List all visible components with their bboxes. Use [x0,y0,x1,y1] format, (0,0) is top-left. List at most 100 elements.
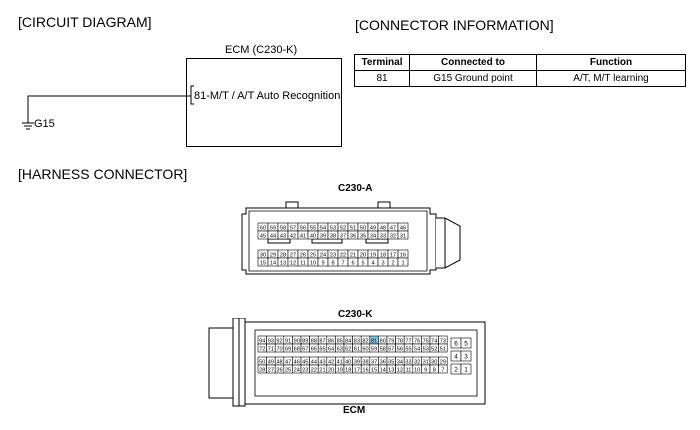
svg-text:41: 41 [300,233,306,239]
ecm-title: ECM (C230-K) [225,44,298,56]
connector-pin: 73 [438,335,448,344]
svg-text:70: 70 [276,346,282,352]
svg-text:42: 42 [290,233,296,239]
connector-pin: 60 [360,343,371,352]
key-slot [311,238,343,244]
svg-text:53: 53 [423,346,429,352]
connector-pin: 29 [438,356,448,365]
connector-pin: 41 [335,356,345,365]
circuit-wiring [22,85,194,130]
svg-text:26: 26 [300,252,306,258]
svg-text:13: 13 [388,367,394,373]
connector-pin: 24 [317,249,329,258]
svg-text:37: 37 [371,359,377,365]
svg-text:25: 25 [285,367,291,373]
connector-pin: 35 [357,230,369,239]
connector-pin: 6 [347,257,359,266]
connector-pin: 94 [257,335,267,344]
table-header-row: Terminal Connected to Function [354,54,686,71]
svg-text:44: 44 [311,359,317,365]
connector-pin: 87 [317,335,328,344]
connector-pin: 14 [378,364,388,373]
svg-text:16: 16 [362,367,368,373]
connector-pin: 2 [450,363,462,375]
svg-text:7: 7 [341,260,344,266]
svg-text:19: 19 [370,252,376,258]
connector-pin: 8 [327,257,339,266]
svg-text:72: 72 [259,346,265,352]
svg-text:28: 28 [259,367,265,373]
svg-text:5: 5 [464,341,468,348]
svg-text:67: 67 [302,346,308,352]
connector-pin: 76 [412,335,422,344]
connector-pin: 9 [421,364,431,373]
svg-text:84: 84 [345,338,351,344]
connector-pin: 15 [257,257,269,266]
svg-text:23: 23 [330,252,336,258]
svg-text:23: 23 [302,367,308,373]
connector-a-title: C230-A [338,183,373,194]
connector-k-plug [208,327,234,399]
svg-text:8: 8 [331,260,334,266]
connector-pin: 17 [352,364,362,373]
connector-pin: 18 [377,249,389,258]
connector-pin: 34 [367,230,379,239]
connector-pin: 58 [277,222,289,231]
connector-pin: 74 [429,335,439,344]
connector-pin: 69 [283,343,293,352]
svg-text:46: 46 [294,359,300,365]
connector-pin: 44 [267,230,279,239]
connector-pin: 86 [326,335,336,344]
svg-text:3: 3 [381,260,384,266]
harness-connector-header: [HARNESS CONNECTOR] [18,166,188,182]
connector-pin: 29 [267,249,279,258]
connector-pin: 65 [317,343,328,352]
connector-pin: 26 [274,364,285,373]
svg-text:79: 79 [388,338,394,344]
svg-text:2: 2 [454,367,458,374]
connector-pin: 83 [352,335,362,344]
ground-symbol-icon [22,122,34,130]
connector-pin: 6 [450,337,462,349]
connector-pin: 48 [274,356,285,365]
svg-text:21: 21 [319,367,325,373]
svg-text:10: 10 [310,260,316,266]
connector-pin: 70 [274,343,285,352]
connector-pin: 27 [287,249,299,258]
connector-pin: 56 [297,222,309,231]
connector-pin: 51 [347,222,359,231]
svg-text:34: 34 [370,233,376,239]
connector-pin: 85 [335,335,345,344]
connector-pin: 53 [327,222,339,231]
svg-text:5: 5 [361,260,364,266]
svg-text:18: 18 [345,367,351,373]
connector-pin: 12 [287,257,299,266]
connector-pin: 47 [283,356,293,365]
connector-pin: 21 [347,249,359,258]
ecm-box [186,58,342,147]
connector-pin: 62 [343,343,353,352]
svg-text:14: 14 [270,260,276,266]
svg-text:11: 11 [406,367,412,373]
key-slot [267,238,291,244]
connector-pin: 82 [360,335,371,344]
svg-text:90: 90 [294,338,300,344]
svg-text:33: 33 [380,233,386,239]
connector-info-table: Terminal Connected to Function 81 G15 Gr… [354,54,686,87]
svg-text:22: 22 [311,367,317,373]
connector-pin: 66 [309,343,319,352]
svg-text:50: 50 [259,359,265,365]
svg-text:58: 58 [380,346,386,352]
connector-pin: 33 [377,230,389,239]
svg-text:24: 24 [320,252,326,258]
connector-pin: 46 [292,356,302,365]
connector-pin: 38 [327,230,339,239]
connector-pin: 93 [266,335,276,344]
svg-text:51: 51 [440,346,446,352]
connector-pin: 54 [317,222,329,231]
connector-a-flange [436,217,461,269]
connector-pin: 43 [277,230,289,239]
connector-pin: 28 [277,249,289,258]
connector-pin: 2 [387,257,399,266]
svg-text:82: 82 [362,338,368,344]
